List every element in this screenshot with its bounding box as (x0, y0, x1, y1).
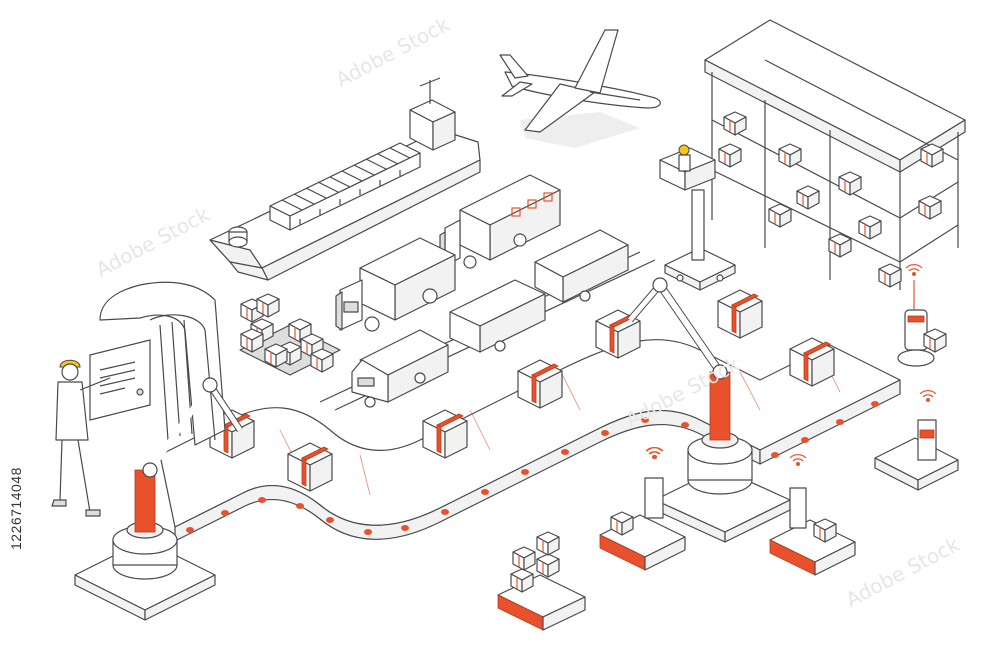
forklift-lift-icon (659, 144, 736, 291)
cargo-ship-icon (209, 77, 481, 281)
robotic-arm-icon (74, 277, 791, 621)
agv-robot-icon (497, 263, 959, 631)
worker-icon (51, 359, 111, 517)
airplane-icon (499, 29, 661, 148)
freight-train-icon (319, 229, 656, 411)
control-panel-icon (89, 339, 151, 421)
pallet-boxes (239, 293, 341, 376)
stock-id-label: 1226714048 (8, 467, 24, 550)
truck-icon (335, 174, 561, 332)
warehouse-rack-icon (704, 19, 966, 290)
